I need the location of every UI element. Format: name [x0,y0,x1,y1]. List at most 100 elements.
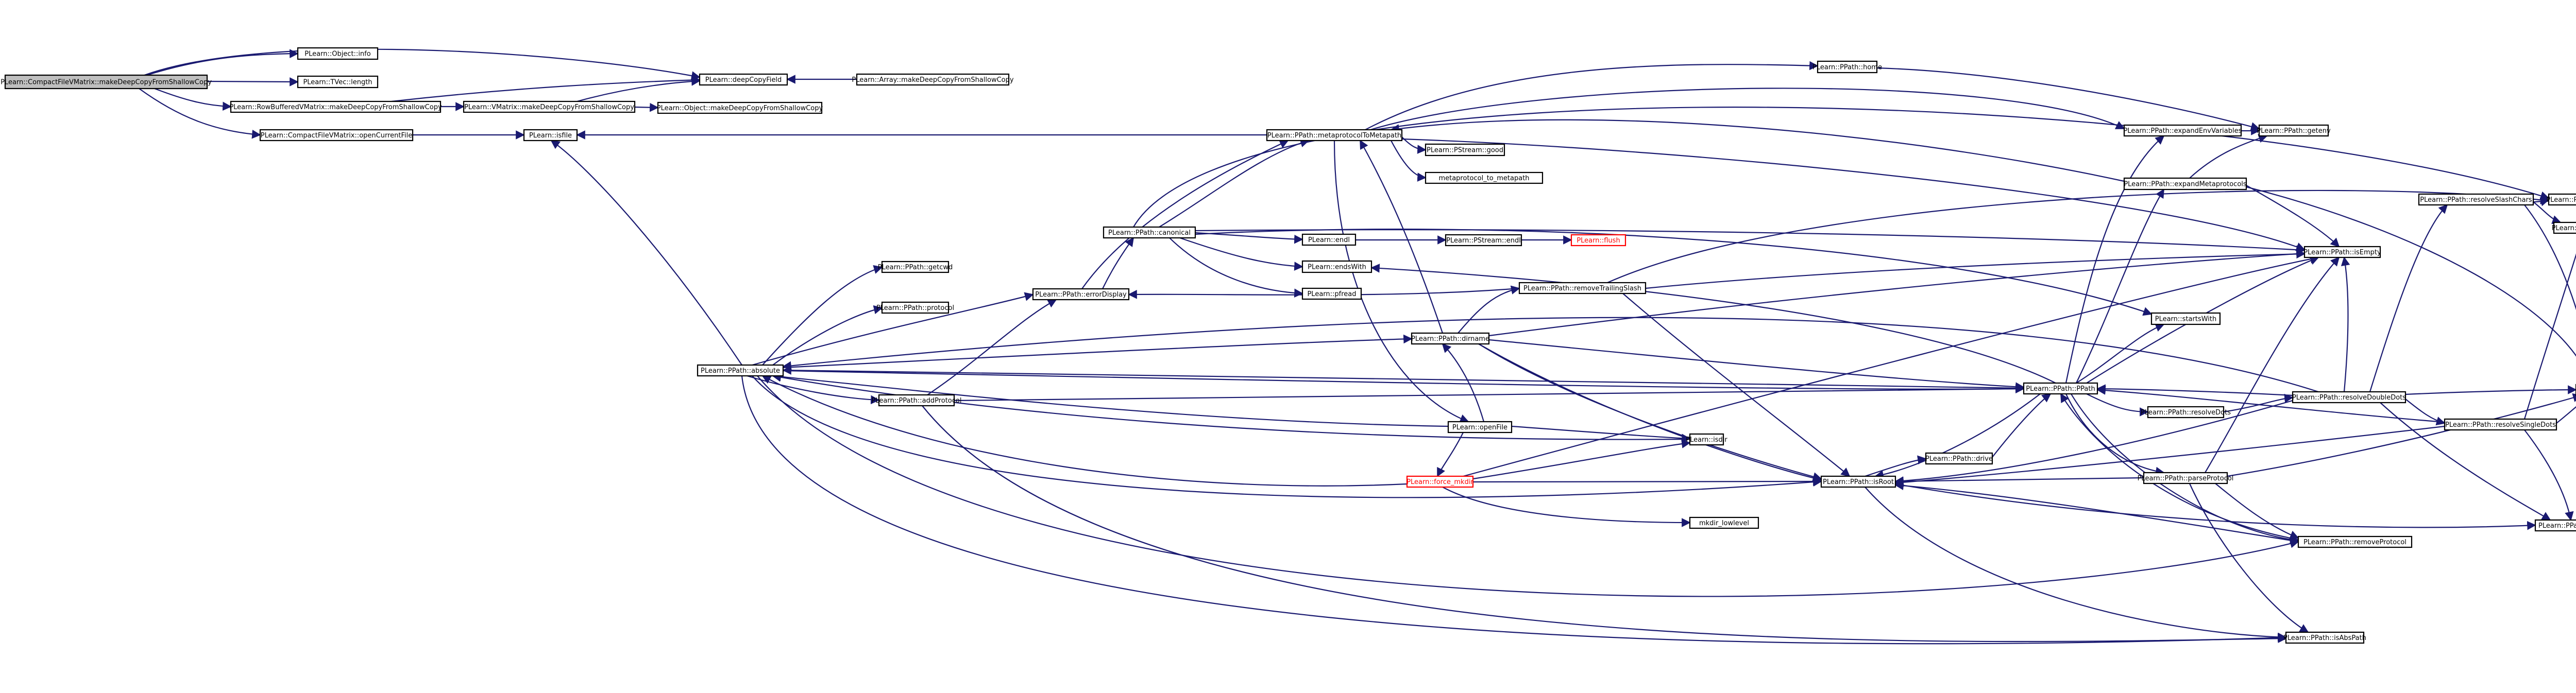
call-edge-meta-to-mp2m [1391,140,1427,182]
function-node-endl1[interactable]: PLearn::endl [1301,233,1357,246]
function-node-label: metaprotocol_to_metapath [1438,175,1529,182]
call-edge-isdir-to-absolute [772,373,1690,440]
call-edge-ppath-to-isroot [1874,393,2041,479]
function-node-remproto[interactable]: PLearn::PPath::removeProtocol [2297,535,2413,548]
function-node-mkdirlow[interactable]: mkdir_lowlevel [1689,516,1759,529]
function-node-good[interactable]: PLearn::PStream::good [1425,143,1505,157]
call-edge-dirname-to-ppath [1488,339,2025,391]
call-edge-root-to-tvec [207,77,299,86]
function-node-parsep[interactable]: PLearn::PPath::parseProtocol [2138,472,2234,484]
function-node-canon[interactable]: PLearn::PPath::canonical [1103,226,1196,239]
function-node-label: PLearn::PPath::parseProtocol [2138,475,2234,482]
function-node-label: PLearn::PPath::_slash [2538,522,2576,530]
function-node-pfread[interactable]: PLearn::pfread [1301,287,1362,300]
function-node-ends[interactable]: PLearn::endsWith [1301,260,1372,273]
function-node-slashc[interactable]: PLearn::PPath::_slash_char [2546,193,2576,206]
function-node-isfile[interactable]: PLearn::isfile [523,129,578,142]
call-edge-home-to-getenv [1876,67,2260,131]
call-edge-ppath-to-parsep [2065,393,2165,476]
function-node-meta[interactable]: PLearn::PPath::metaprotocolToMetapath [1266,129,1403,142]
function-node-label: PLearn::PPath::removeProtocol [2303,539,2406,546]
function-node-label: PLearn::openFile [1452,424,1507,431]
function-node-tvec[interactable]: PLearn::TVec::length [297,75,379,89]
function-node-starts[interactable]: PLearn::startsWith [2150,312,2221,325]
function-node-box [2258,124,2329,137]
function-node-label: mkdir_lowlevel [1699,519,1749,527]
function-node-label: PLearn::PPath::isEmpty [2303,249,2381,256]
function-node-box [2143,472,2228,484]
function-node-label: PLearn::Array::makeDeepCopyFromShallowCo… [852,76,1013,84]
function-node-resdd[interactable]: PLearn::PPath::resolveDoubleDots [2292,391,2406,404]
call-edge-canon-to-pfread [1169,237,1303,298]
call-edge-isroot-to-slash [1895,483,2536,530]
function-node-vmat[interactable]: PLearn::VMatrix::makeDeepCopyFromShallow… [463,100,636,113]
function-node-label: PLearn::PPath::canonical [1108,229,1191,237]
function-node-box [1425,171,1544,184]
function-node-label: PLearn::Object::info [304,50,370,58]
function-node-addproto[interactable]: PLearn::PPath::addProtocol [872,394,962,407]
function-node-rowbuf[interactable]: PLearn::RowBufferedVMatrix::makeDeepCopy… [229,100,442,113]
function-node-box [657,101,823,114]
call-edge-openf-to-dirname [1442,343,1485,422]
function-node-errd[interactable]: PLearn::PPath::errorDisplay [1032,288,1130,301]
function-node-resslash[interactable]: PLearn::PPath::resolveSlashChars [2418,193,2534,206]
call-edge-vmat-to-objmdc [634,102,659,112]
function-node-pproto[interactable]: PLearn::PPath::protocol [876,301,954,314]
function-node-expmp[interactable]: PLearn::PPath::expandMetaprotocols [2123,177,2247,190]
function-node-label: PLearn::deepCopyField [705,76,782,84]
function-node-box [523,129,578,142]
function-node-drive[interactable]: PLearn::PPath::drive [1925,452,1993,465]
function-node-objmdc[interactable]: PLearn::Object::makeDeepCopyFromShallowC… [657,101,823,114]
function-node-dirname[interactable]: PLearn::PPath::dirname [1411,332,1490,345]
call-edge-meta-to-isempty [1401,138,2306,251]
function-node-deep[interactable]: PLearn::deepCopyField [699,73,788,86]
function-node-box [1445,234,1522,247]
function-node-isroot[interactable]: PLearn::PPath::isRoot [1820,475,1896,488]
call-edge-parsep-to-remproto [2215,483,2299,540]
function-node-box [881,301,950,314]
function-node-array[interactable]: PLearn::Array::makeDeepCopyFromShallowCo… [852,73,1014,86]
function-node-box [1447,421,1513,434]
function-node-root[interactable]: PLearn::CompactFileVMatrix::makeDeepCopy… [1,74,212,90]
call-edge-parsep-to-find [2227,393,2576,477]
function-node-ressingle[interactable]: PLearn::PPath::resolveSingleDots [2444,418,2557,431]
function-node-label: PLearn::PPath::forbidden_chars [2552,224,2576,232]
function-node-openf[interactable]: PLearn::openFile [1447,421,1513,434]
function-node-isabs[interactable]: PLearn::PPath::isAbsPath [2283,631,2366,644]
function-node-flush[interactable]: PLearn::flush [1570,234,1626,247]
call-edge-vmat-to-deep [577,77,701,102]
call-edge-parsep-to-isempty [2205,256,2340,473]
call-edge-remtrail-to-isempty [1645,249,2306,289]
function-node-ppath[interactable]: PLearn::PPath::PPath [2023,382,2098,395]
call-edge-errd-to-canon [1102,237,1134,289]
function-node-forbid[interactable]: PLearn::PPath::forbidden_chars [2552,221,2576,234]
call-edge-ppath-to-starts [2076,323,2165,384]
function-node-home[interactable]: PLearn::PPath::home [1812,60,1882,74]
function-node-mp2m[interactable]: metaprotocol_to_metapath [1425,171,1544,184]
function-node-label: PLearn::startsWith [2155,316,2217,323]
function-node-getcwd[interactable]: PLearn::PPath::getcwd [878,261,953,273]
function-node-absolute[interactable]: PLearn::PPath::absolute [697,364,784,377]
call-edge-errd-to-meta [1081,140,1289,289]
call-edge-absolute-to-isabs [741,375,2287,645]
function-node-slash[interactable]: PLearn::PPath::_slash [2534,519,2576,532]
function-node-expenv[interactable]: PLearn::PPath::expandEnvVariables [2124,124,2242,137]
function-node-box [2534,519,2576,532]
function-node-box [856,73,1010,86]
function-node-objinfo[interactable]: PLearn::Object::info [297,47,379,60]
function-node-resdots[interactable]: PLearn::PPath::resolveDots [2141,406,2231,419]
function-node-isempty[interactable]: PLearn::PPath::isEmpty [2303,246,2381,258]
function-node-box [1925,452,1993,465]
function-node-label: PLearn::PPath::_slash_char [2546,196,2576,204]
function-node-label: PLearn::PPath::home [1812,64,1882,72]
function-node-label: PLearn::PPath::isRoot [1823,478,1894,486]
function-node-label: PLearn::PStream::good [1427,147,1503,154]
function-node-forcemk[interactable]: PLearn::force_mkdir [1406,475,1473,488]
function-node-getenv[interactable]: PLearn::PPath::getenv [2257,124,2331,137]
call-edge-expmp-to-getenv [2189,134,2268,179]
function-node-endl2[interactable]: PLearn::PStream::endl [1445,234,1522,247]
function-node-open[interactable]: PLearn::CompactFileVMatrix::openCurrentF… [259,129,414,142]
function-node-isdir[interactable]: PLearn::isdir [1686,433,1727,446]
call-edge-root-to-deep [144,48,701,80]
function-node-remtrail[interactable]: PLearn::PPath::removeTrailingSlash [1518,282,1647,294]
